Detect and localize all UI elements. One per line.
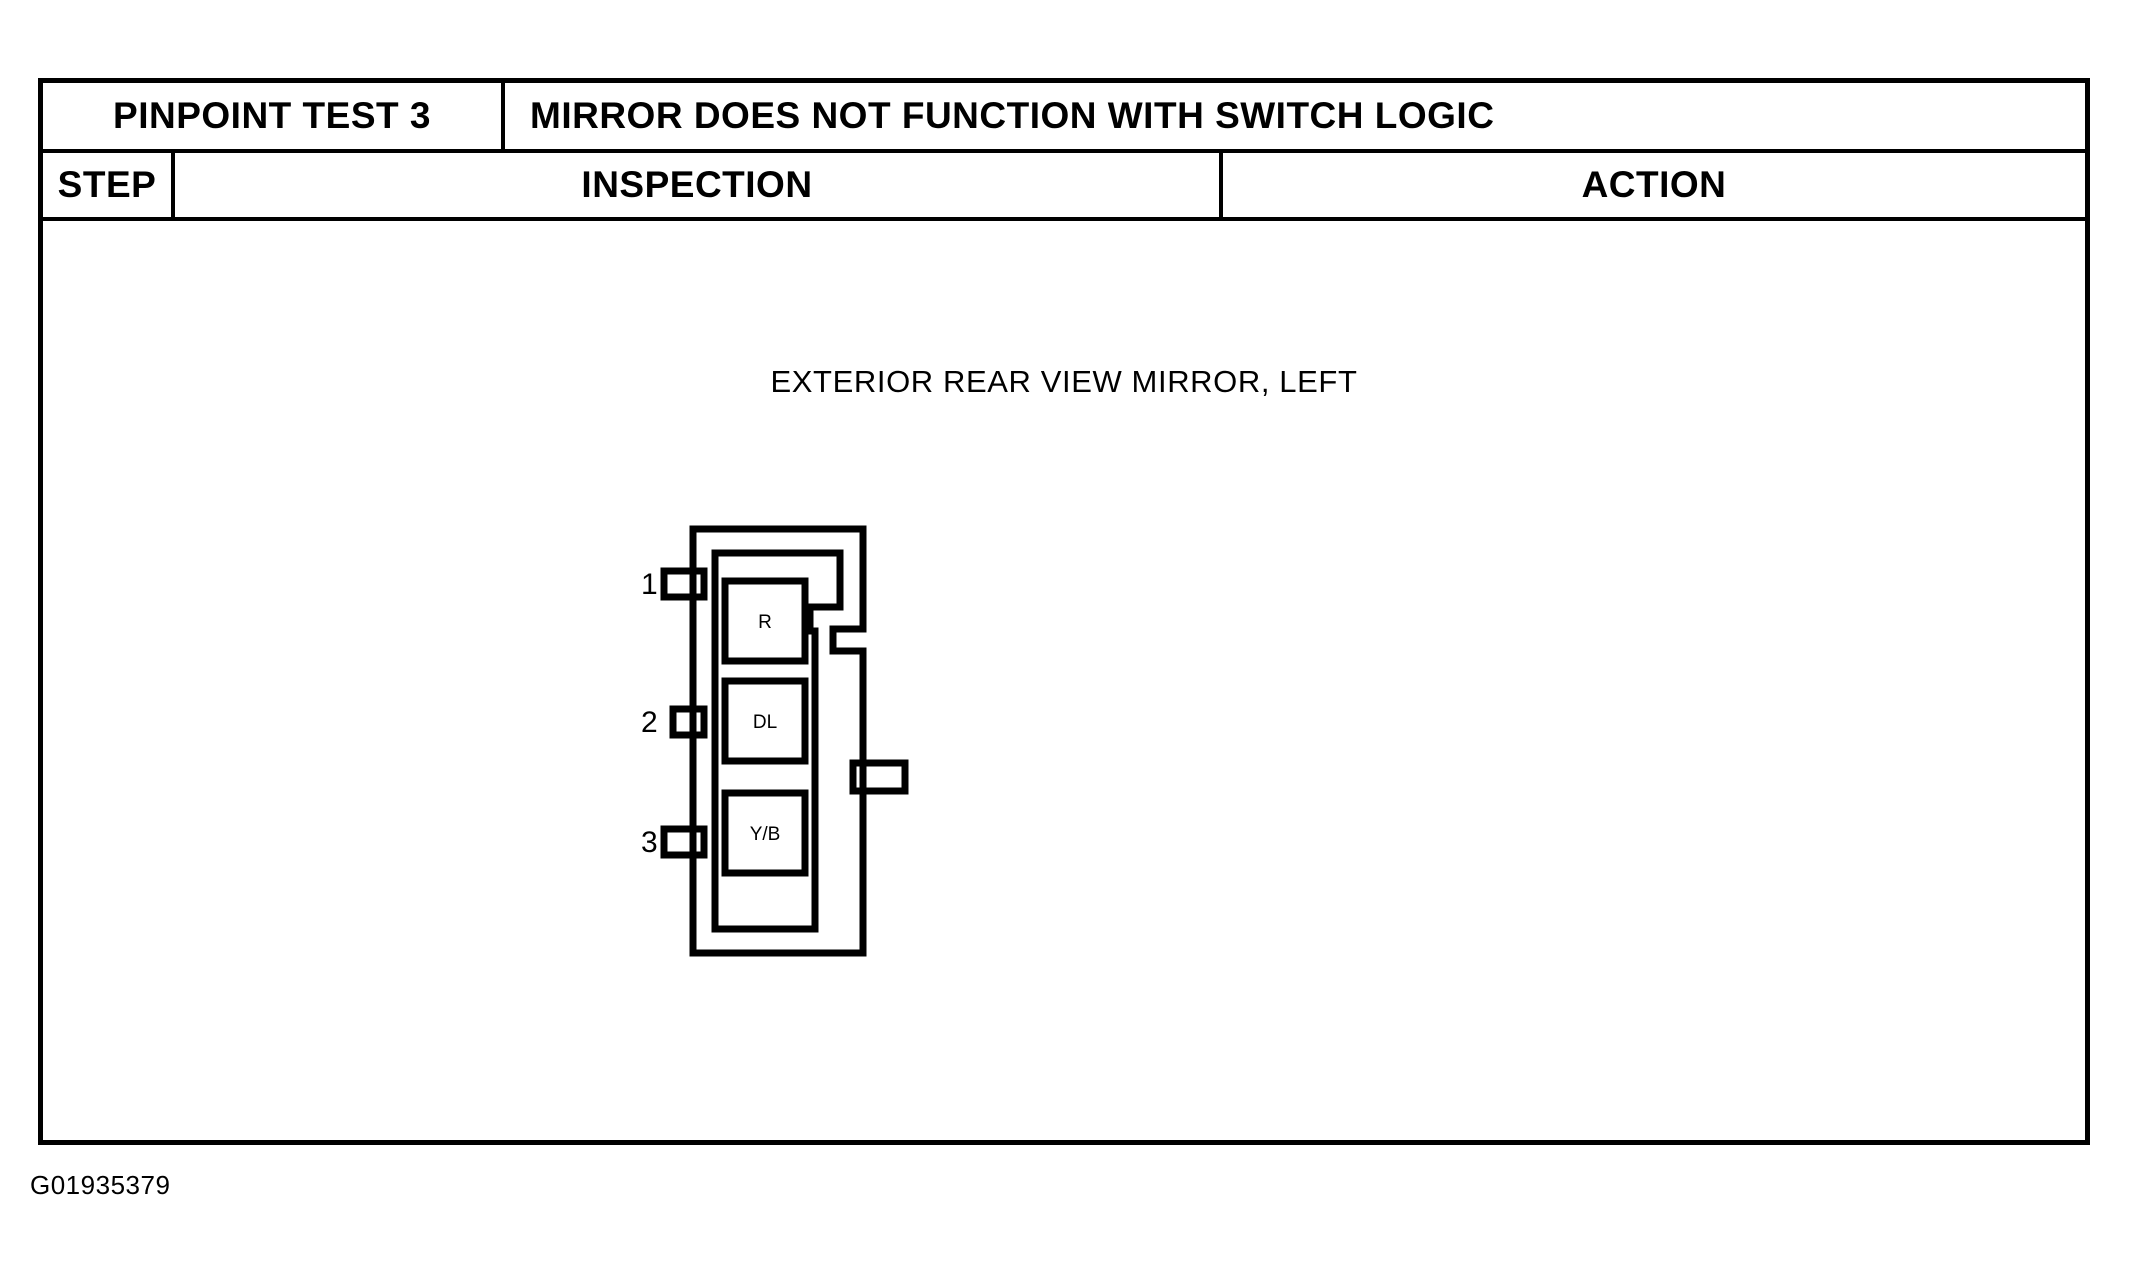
- column-header-action-label: ACTION: [1581, 164, 1727, 205]
- column-header-action: ACTION: [1223, 153, 2085, 217]
- pinpoint-test-number: PINPOINT TEST 3: [113, 95, 431, 136]
- connector-diagram: 1 2 3 R DL Y/B: [633, 511, 973, 971]
- connector-housing-group: [660, 525, 909, 957]
- table-body: EXTERIOR REAR VIEW MIRROR, LEFT: [43, 221, 2085, 1140]
- terminal-label-2: DL: [753, 712, 777, 733]
- terminal-box-2: [721, 677, 809, 765]
- figure-id: G01935379: [30, 1170, 171, 1200]
- cell-test-title: MIRROR DOES NOT FUNCTION WITH SWITCH LOG…: [505, 83, 2085, 149]
- connector-diagram-svg: 1 2 3 R DL Y/B: [641, 525, 909, 957]
- column-header-inspection: INSPECTION: [175, 153, 1223, 217]
- terminal-box-3: [721, 789, 809, 877]
- column-header-inspection-label: INSPECTION: [581, 164, 813, 205]
- pin-number-3: 3: [641, 826, 658, 859]
- column-header-step: STEP: [43, 153, 175, 217]
- figure-caption: EXTERIOR REAR VIEW MIRROR, LEFT: [770, 364, 1358, 399]
- pinpoint-test-table: PINPOINT TEST 3 MIRROR DOES NOT FUNCTION…: [38, 78, 2090, 1145]
- connector-outer-shell: [689, 525, 867, 957]
- connector-right-tab: [849, 759, 909, 795]
- pin-tab-1: [660, 567, 708, 601]
- pin-number-1: 1: [641, 568, 658, 601]
- connector-inner-frame: [711, 549, 844, 933]
- column-header-step-label: STEP: [57, 164, 157, 205]
- table-header-row-columns: STEP INSPECTION ACTION: [43, 153, 2085, 221]
- terminal-label-3: Y/B: [750, 824, 781, 845]
- table-header-row-title: PINPOINT TEST 3 MIRROR DOES NOT FUNCTION…: [43, 83, 2085, 153]
- pinpoint-test-title: MIRROR DOES NOT FUNCTION WITH SWITCH LOG…: [530, 95, 1495, 136]
- cell-test-number: PINPOINT TEST 3: [43, 83, 505, 149]
- pin-tab-2: [669, 705, 708, 739]
- terminal-label-1: R: [758, 612, 772, 633]
- pin-number-2: 2: [641, 706, 658, 739]
- pin-tab-3: [660, 825, 708, 859]
- terminal-box-1: [721, 577, 809, 665]
